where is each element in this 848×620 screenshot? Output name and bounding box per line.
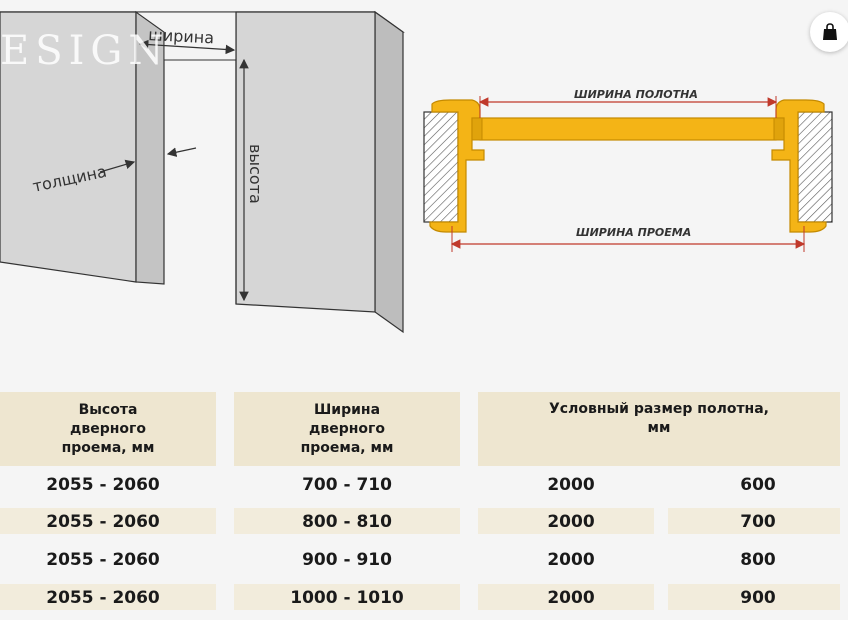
door-opening-diagram: ширина толщина высота ШИРИНА ПОЛОТНА ШИР… <box>0 10 848 334</box>
diagram-svg: ширина толщина высота ШИРИНА ПОЛОТНА ШИР… <box>0 10 833 334</box>
cell-leaf-height: 2000 <box>547 475 595 495</box>
frame-section-drawing <box>423 96 833 252</box>
wall-shape <box>0 10 405 334</box>
header-opening-width: Ширина дверного проема, мм <box>234 392 460 466</box>
header-line: дверного <box>70 420 146 437</box>
width-label: ширина <box>148 25 215 47</box>
opening-width-label: ШИРИНА ПРОЕМА <box>576 226 691 239</box>
cell-leaf-width: 800 <box>740 550 776 570</box>
header-line: дверного <box>309 420 385 437</box>
door-leaf <box>479 117 777 141</box>
cell-opening-height: 2055 - 2060 <box>46 550 160 570</box>
thickness-arrow-left <box>99 159 136 173</box>
cell-opening-width: 1000 - 1010 <box>290 588 404 608</box>
header-line: Высота <box>78 401 138 418</box>
header-line: Ширина <box>313 401 381 418</box>
row-bg <box>668 508 840 534</box>
cell-leaf-width: 900 <box>740 588 776 608</box>
row-bg <box>668 584 840 610</box>
cell-opening-width: 700 - 710 <box>302 475 392 495</box>
header-line: проема, мм <box>300 439 394 456</box>
row-bg <box>0 508 216 534</box>
cell-opening-height: 2055 - 2060 <box>46 475 160 495</box>
thickness-arrow-right <box>166 147 197 157</box>
height-label: высота <box>246 144 265 204</box>
cart-button[interactable] <box>810 12 848 52</box>
cell-leaf-height: 2000 <box>547 512 595 532</box>
header-opening-height: Высота дверного проема, мм <box>0 392 216 466</box>
row-bg <box>234 584 460 610</box>
cell-leaf-width: 600 <box>740 475 776 495</box>
row-bg <box>0 584 216 610</box>
header-leaf-size: Условный размер полотна, мм <box>478 392 840 466</box>
header-line: Условный размер полотна, <box>549 401 769 417</box>
cell-opening-width: 900 - 910 <box>302 550 392 570</box>
cell-leaf-height: 2000 <box>547 550 595 570</box>
cell-opening-width: 800 - 810 <box>302 512 392 532</box>
shopping-bag-icon <box>823 23 837 40</box>
header-line: проема, мм <box>61 439 155 456</box>
row-bg <box>478 584 654 610</box>
wall-section-left <box>423 111 459 223</box>
row-bg <box>478 508 654 534</box>
watermark-text: ESIGN <box>0 28 170 74</box>
cell-opening-height: 2055 - 2060 <box>46 588 160 608</box>
wall-section-right <box>797 111 833 223</box>
cell-leaf-height: 2000 <box>547 588 595 608</box>
row-bg <box>234 508 460 534</box>
width-dimension-arrow <box>138 39 236 55</box>
cell-leaf-width: 700 <box>740 512 776 532</box>
header-line: мм <box>647 420 671 436</box>
leaf-width-label: ШИРИНА ПОЛОТНА <box>574 88 698 101</box>
cell-opening-height: 2055 - 2060 <box>46 512 160 532</box>
